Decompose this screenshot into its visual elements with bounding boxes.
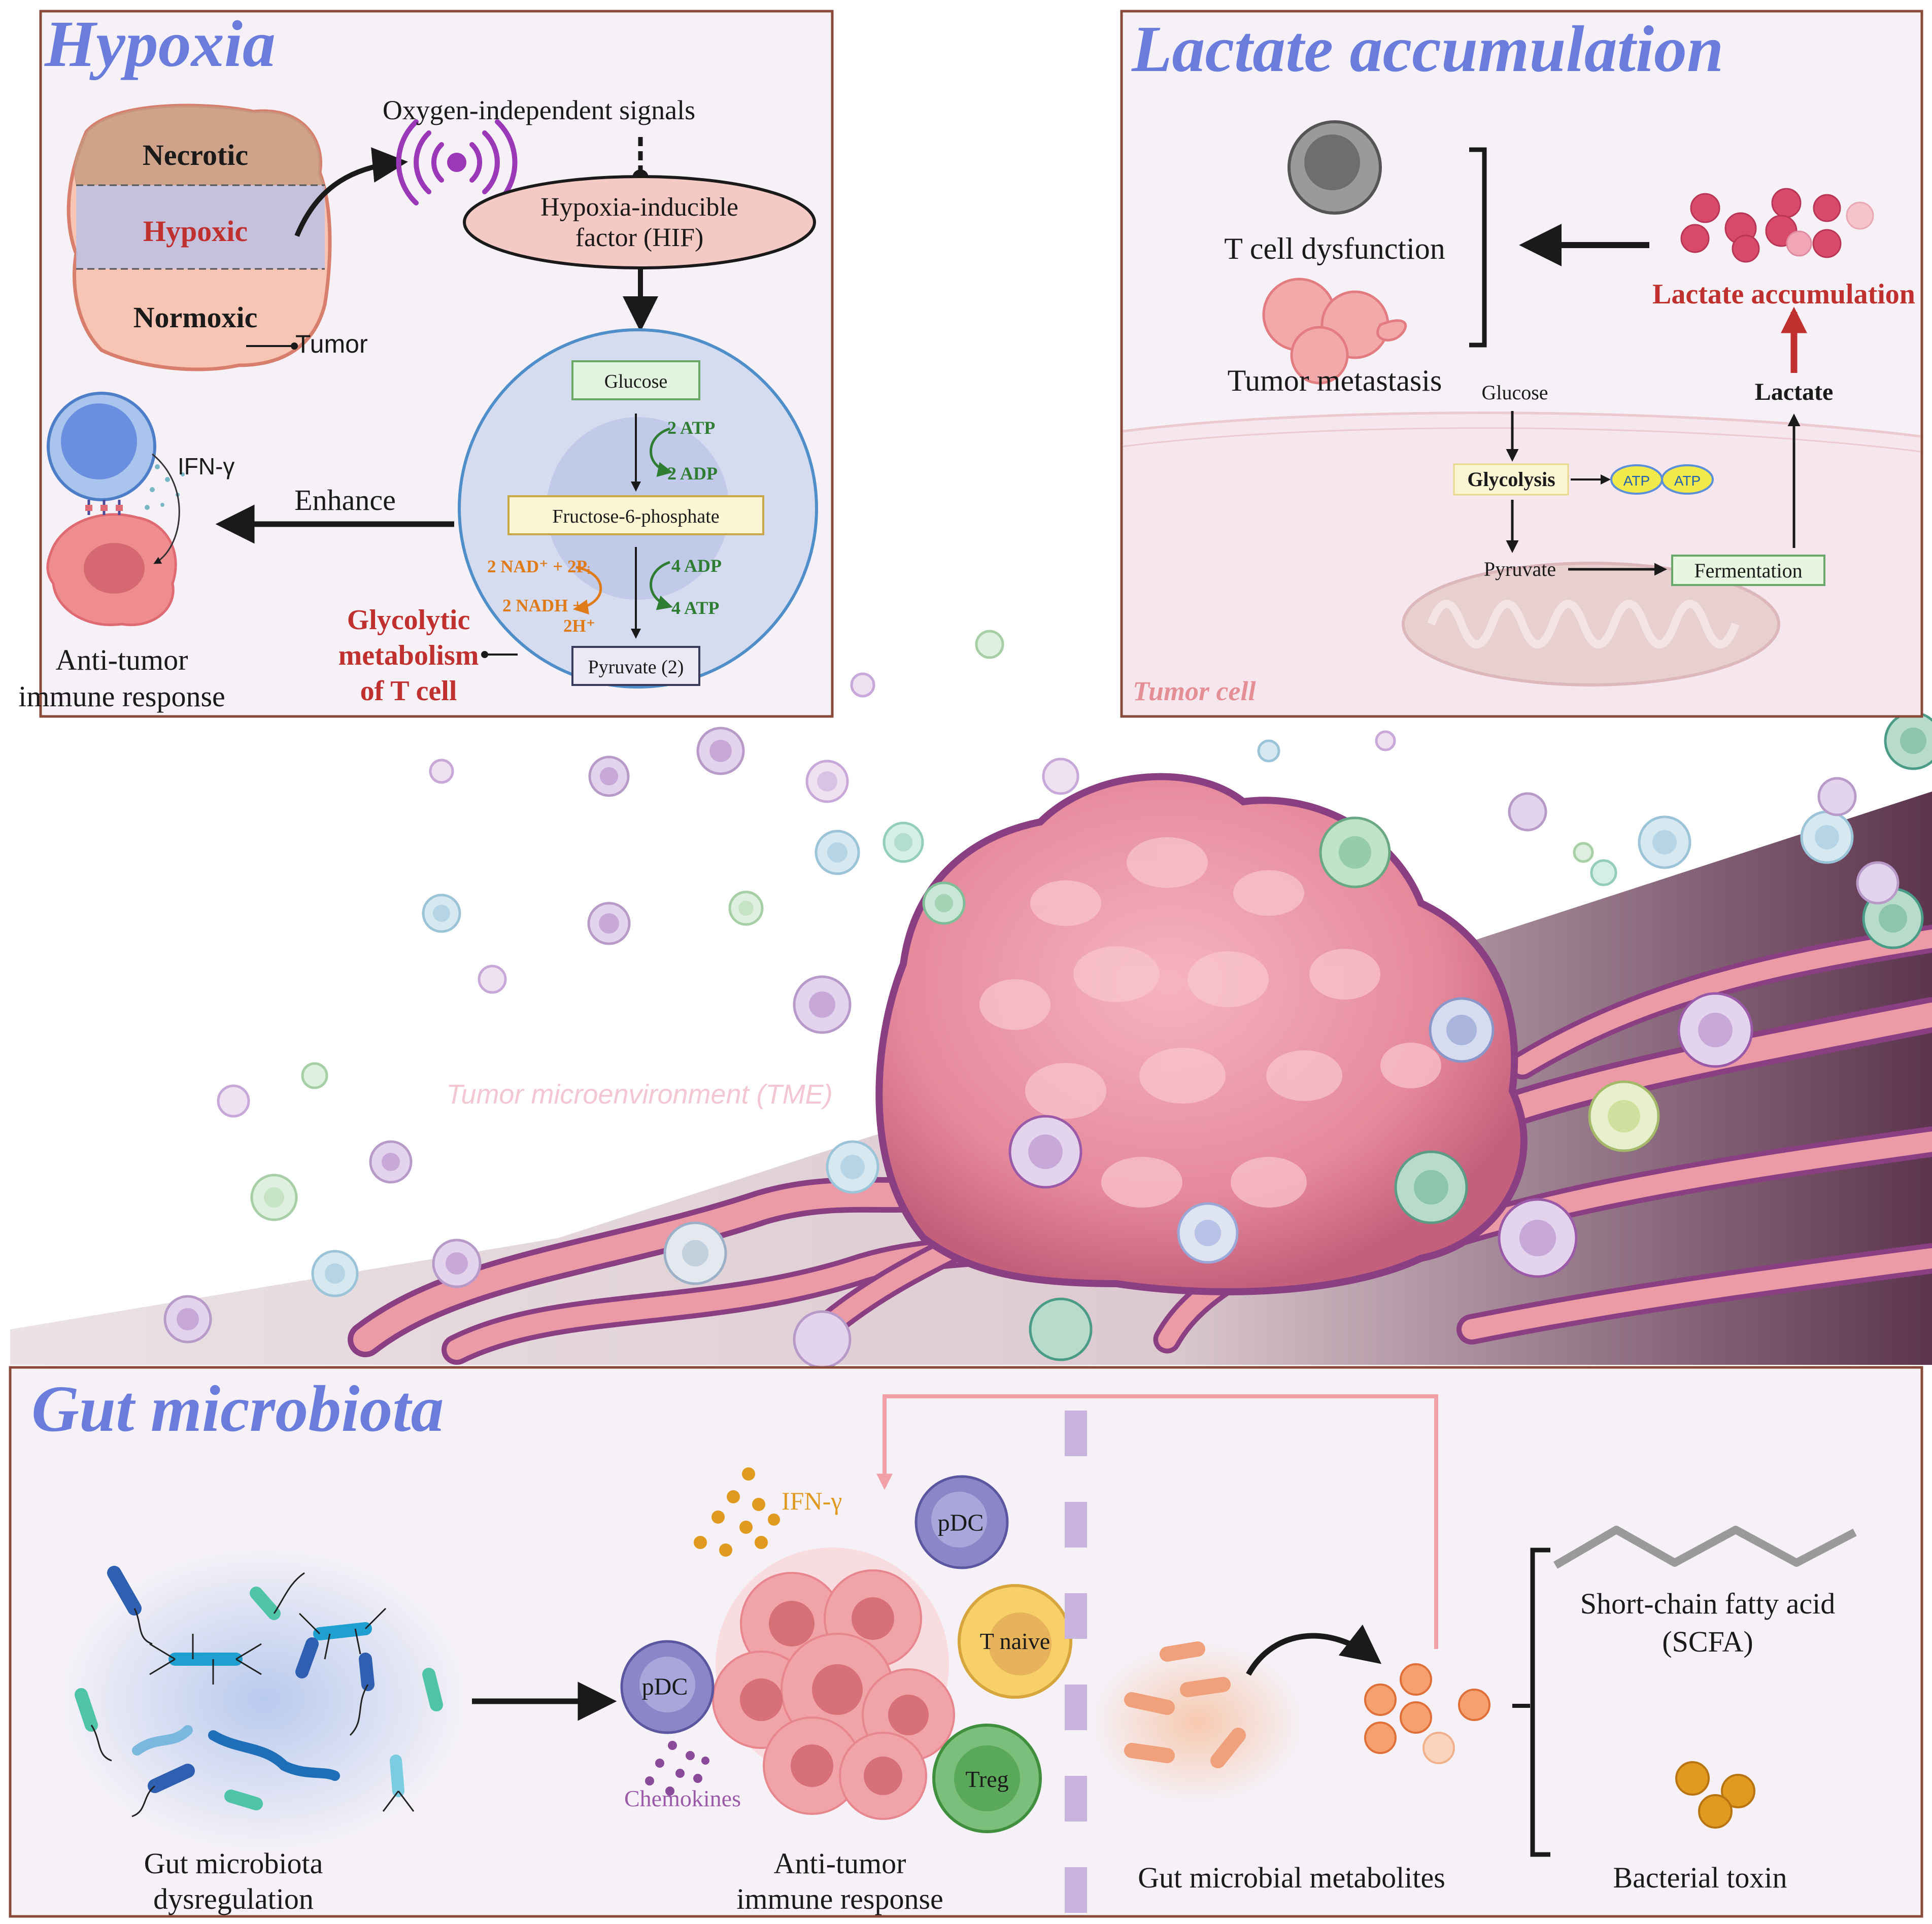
hypoxia-title: Hypoxia xyxy=(44,8,276,81)
treg-icon xyxy=(932,1724,1042,1833)
tumor-zones: Necrotic Hypoxic Normoxic xyxy=(66,104,332,371)
ifn-dots xyxy=(145,464,185,510)
tumor-cluster xyxy=(712,1548,955,1820)
atp2-label: 2 ATP xyxy=(667,418,715,438)
glucose-label: Glucose xyxy=(604,371,668,392)
pdc-top-icon xyxy=(914,1475,1009,1569)
toxin-label: Bacterial toxin xyxy=(1613,1861,1787,1894)
pdc-top-label: pDC xyxy=(938,1509,984,1536)
atp4-label: 4 ATP xyxy=(671,598,719,618)
metabolism-line2: metabolism xyxy=(338,640,479,671)
immune-cells xyxy=(163,630,1932,1369)
glycolysis-box xyxy=(1453,463,1569,496)
t-naive-label: T naive xyxy=(980,1628,1050,1654)
scfa-line1: Short-chain fatty acid xyxy=(1580,1587,1836,1620)
lactate-accumulation-label: Lactate accumulation xyxy=(1652,279,1915,310)
normoxic-label: Normoxic xyxy=(133,301,258,334)
lactate-glucose-label: Glucose xyxy=(1481,381,1548,404)
metabolite-arrow xyxy=(1246,1624,1382,1676)
gut-title: Gut microbiota xyxy=(31,1372,444,1446)
f6p-box xyxy=(507,495,764,535)
treg-label: Treg xyxy=(965,1766,1008,1792)
exhausted-t-cell-icon xyxy=(1287,120,1382,215)
hif-line1: Hypoxia-inducible xyxy=(540,193,738,222)
chemokines-label: Chemokines xyxy=(624,1785,741,1811)
lactate-pyruvate-label: Pyruvate xyxy=(1484,558,1556,580)
mitochondrion-icon xyxy=(1402,562,1780,686)
t-cell-icon xyxy=(47,392,156,501)
dysfunction-label: T cell dysfunction xyxy=(1224,232,1445,265)
response-line2-gut: immune response xyxy=(736,1882,943,1915)
tumor-cell-label: Tumor cell xyxy=(1133,676,1256,706)
scfa-structure xyxy=(1553,1526,1857,1569)
metabolites-label: Gut microbial metabolites xyxy=(1138,1861,1445,1894)
lactate-molecules xyxy=(1680,188,1874,263)
hypoxia-panel: Hypoxia Necrotic Hypoxic Normoxic Tumor … xyxy=(18,8,834,718)
hif-node xyxy=(463,175,816,269)
lactate-label: Lactate xyxy=(1755,379,1834,405)
response-line1-gut: Anti-tumor xyxy=(774,1847,906,1880)
toxin-icon xyxy=(1675,1761,1755,1829)
tme-label: Tumor microenvironment (TME) xyxy=(446,1079,832,1110)
h-label: 2H⁺ xyxy=(563,616,595,636)
adp2-label: 2 ADP xyxy=(667,463,718,484)
response-line2-hypoxia: immune response xyxy=(18,680,225,713)
f6p-label: Fructose-6-phosphate xyxy=(552,506,719,527)
scfa-line2: (SCFA) xyxy=(1662,1625,1753,1658)
metabolism-line1: Glycolytic xyxy=(347,604,470,636)
atp-label-1: ATP xyxy=(1623,473,1650,489)
metabolite-balls xyxy=(1364,1663,1490,1764)
feedback-arrow xyxy=(876,1394,1438,1649)
gut-panel: Gut microbiota xyxy=(9,1366,1923,1918)
pdc-left-icon xyxy=(620,1640,715,1734)
tumor-label: Tumor xyxy=(295,330,368,358)
hypoxic-label: Hypoxic xyxy=(143,215,248,248)
metastasis-icon xyxy=(1262,278,1407,385)
chemokine-dots xyxy=(645,1741,709,1796)
metabolite-bracket xyxy=(1530,1548,1550,1857)
dysregulation-line1: Gut microbiota xyxy=(144,1847,323,1880)
pyruvate-box xyxy=(571,646,700,686)
metastasis-label: Tumor metastasis xyxy=(1228,364,1442,397)
enhance-label: Enhance xyxy=(294,484,396,517)
fermentation-box xyxy=(1671,555,1825,586)
atp-label-2: ATP xyxy=(1674,473,1701,489)
pdc-left-label: pDC xyxy=(642,1673,688,1700)
fermentation-label: Fermentation xyxy=(1694,559,1802,582)
necrotic-label: Necrotic xyxy=(143,139,248,171)
response-line1-hypoxia: Anti-tumor xyxy=(56,643,188,676)
metabolism-line3: of T cell xyxy=(360,675,457,707)
pyruvate-label: Pyruvate (2) xyxy=(588,657,684,678)
receptor-icons xyxy=(85,500,123,515)
glycolysis-label: Glycolysis xyxy=(1467,468,1555,491)
ifn-dots-gut xyxy=(694,1467,780,1557)
tumor-cell-icon xyxy=(46,513,177,626)
lactate-title: Lactate accumulation xyxy=(1131,13,1723,86)
ifn-label-hypoxia: IFN-γ xyxy=(178,453,234,479)
t-naive-icon xyxy=(958,1584,1072,1699)
signals-label: Oxygen-independent signals xyxy=(383,95,695,125)
lactate-panel: Tumor cell Lactate accumulation T cell d… xyxy=(1120,10,1923,718)
hif-line2: factor (HIF) xyxy=(575,223,704,252)
atp-badge-2 xyxy=(1661,464,1714,495)
nad-label: 2 NAD⁺ + 2Pᵢ xyxy=(487,557,590,576)
nadh-label: 2 NADH + xyxy=(502,596,583,615)
dysregulation-line2: dysregulation xyxy=(153,1882,314,1915)
tme-scene: Tumor microenvironment (TME) xyxy=(10,630,1932,1369)
glucose-box xyxy=(571,360,700,400)
bacteria-cluster xyxy=(61,1548,467,1852)
zone-to-signal-arrow xyxy=(294,147,408,237)
adp4-label: 4 ADP xyxy=(671,556,722,576)
metabolite-bacteria xyxy=(1124,1641,1246,1768)
ifn-label-gut: IFN-γ xyxy=(782,1487,842,1515)
